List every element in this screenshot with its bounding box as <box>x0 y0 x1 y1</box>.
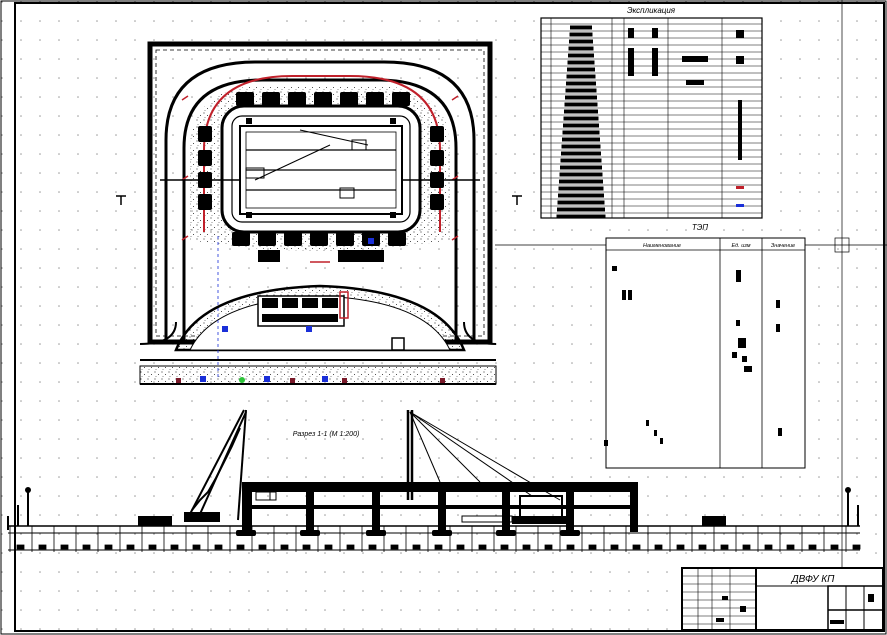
stamp-org: ДВФУ КП <box>791 574 836 585</box>
tep-table <box>604 237 806 469</box>
tep-col-unit: Ед. изм <box>731 243 750 249</box>
section-title: Разрез 1-1 (М 1:200) <box>293 431 360 438</box>
title-block <box>681 567 884 631</box>
explication-table <box>540 17 763 219</box>
tep-title: ТЭП <box>692 223 708 232</box>
pit-boundary-red <box>203 75 441 232</box>
site-plan <box>116 41 522 385</box>
tep-col-name: Наименование <box>643 243 681 249</box>
explication-title: Экспликация <box>627 6 676 15</box>
tep-col-value: Значение <box>771 243 795 249</box>
section-view <box>7 409 861 552</box>
